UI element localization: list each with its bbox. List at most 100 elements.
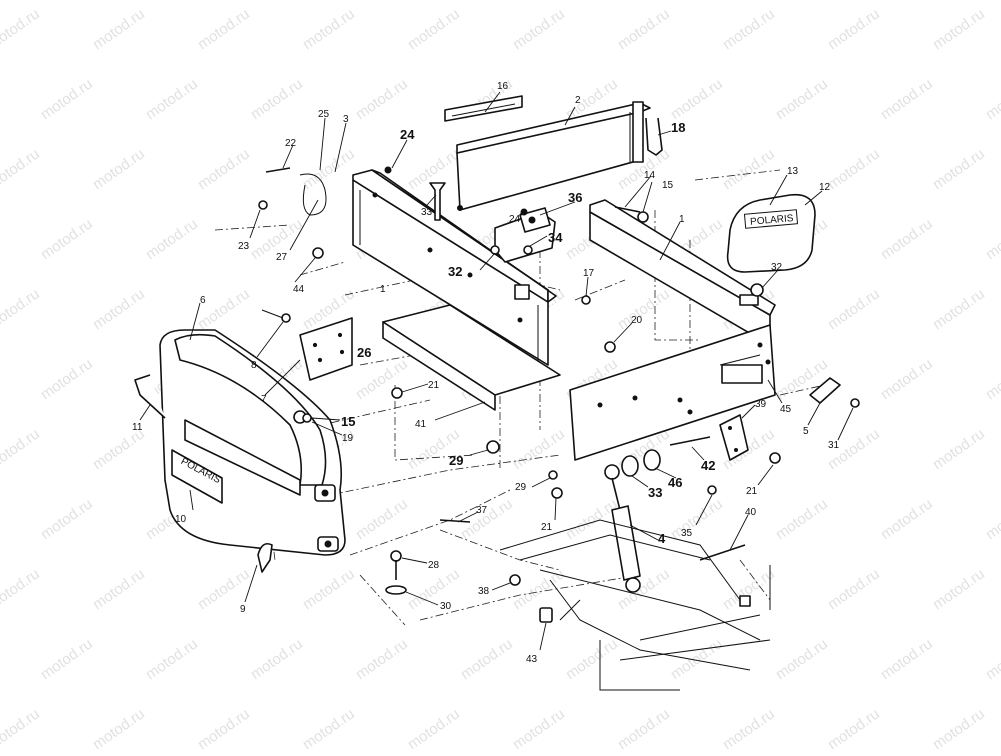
part-33-46-bushings bbox=[621, 449, 661, 477]
watermark-text: motod.ru bbox=[983, 355, 1001, 403]
part-11-allen-key bbox=[134, 374, 166, 419]
watermark-text: motod.ru bbox=[143, 75, 201, 123]
watermark-text: motod.ru bbox=[510, 705, 568, 751]
label-6: 6 bbox=[200, 295, 206, 306]
label-4: 4 bbox=[658, 531, 666, 546]
label-1-left: 1 bbox=[380, 284, 386, 295]
label-42: 42 bbox=[701, 458, 715, 473]
label-1-right: 1 bbox=[679, 214, 685, 225]
watermark-text: motod.ru bbox=[983, 75, 1001, 123]
watermark-text: motod.ru bbox=[720, 145, 778, 193]
watermark-text: motod.ru bbox=[90, 145, 148, 193]
part-1-left-wall bbox=[352, 169, 557, 366]
label-32-left: 32 bbox=[448, 264, 462, 279]
watermark-text: motod.ru bbox=[563, 495, 621, 543]
watermark-text: motod.ru bbox=[353, 495, 411, 543]
label-13: 13 bbox=[787, 166, 799, 177]
watermark-text: motod.ru bbox=[510, 425, 568, 473]
label-23: 23 bbox=[238, 241, 250, 252]
part-39-plate bbox=[719, 414, 749, 461]
watermark-text: motod.ru bbox=[195, 145, 253, 193]
label-33-top: 33 bbox=[421, 207, 433, 218]
watermark-text: motod.ru bbox=[668, 495, 726, 543]
watermark-text: motod.ru bbox=[300, 145, 358, 193]
watermark-text: motod.ru bbox=[615, 5, 673, 53]
part-5-bracket bbox=[809, 377, 841, 404]
label-39: 39 bbox=[755, 399, 767, 410]
watermark-text: motod.ru bbox=[930, 5, 988, 53]
watermark-text: motod.ru bbox=[773, 75, 831, 123]
watermark-text: motod.ru bbox=[615, 285, 673, 333]
watermark-text: motod.ru bbox=[825, 705, 883, 751]
label-15-top: 15 bbox=[662, 180, 674, 191]
watermark-text: motod.ru bbox=[143, 215, 201, 263]
part-labels: 16 2 18 25 3 22 24 33 23 27 44 1 6 8 7 2… bbox=[132, 81, 840, 665]
part-1-right-wall bbox=[569, 199, 776, 461]
fasteners bbox=[258, 166, 860, 623]
part-16-decal bbox=[444, 95, 523, 122]
watermark-text: motod.ru bbox=[195, 285, 253, 333]
watermark-text: motod.ru bbox=[563, 635, 621, 683]
watermark-text: motod.ru bbox=[930, 285, 988, 333]
watermark-text: motod.ru bbox=[195, 705, 253, 751]
watermark-text: motod.ru bbox=[930, 705, 988, 751]
watermark-text: motod.ru bbox=[878, 635, 936, 683]
label-35: 35 bbox=[681, 528, 693, 539]
watermark-text: motod.ru bbox=[773, 495, 831, 543]
label-36: 36 bbox=[568, 190, 582, 205]
watermark-text: motod.ru bbox=[0, 425, 43, 473]
label-22: 22 bbox=[285, 138, 297, 149]
label-18: 18 bbox=[671, 120, 685, 135]
watermark-text: motod.ru bbox=[510, 565, 568, 613]
watermark-text: motod.ru bbox=[458, 495, 516, 543]
watermark-text: motod.ru bbox=[300, 705, 358, 751]
label-24-top: 24 bbox=[400, 127, 415, 142]
watermark-text: motod.ru bbox=[458, 635, 516, 683]
label-38: 38 bbox=[478, 586, 490, 597]
watermark-text: motod.ru bbox=[825, 145, 883, 193]
label-19: 19 bbox=[342, 433, 354, 444]
label-20: 20 bbox=[631, 315, 643, 326]
label-37: 37 bbox=[476, 505, 488, 516]
watermark-text: motod.ru bbox=[248, 635, 306, 683]
label-32-right: 32 bbox=[771, 262, 783, 273]
watermark-text: motod.ru bbox=[300, 5, 358, 53]
watermark-text: motod.ru bbox=[405, 705, 463, 751]
label-40: 40 bbox=[745, 507, 757, 518]
watermark-text: motod.ru bbox=[878, 215, 936, 263]
watermark-text: motod.ru bbox=[90, 285, 148, 333]
label-31: 31 bbox=[828, 440, 840, 451]
watermark-text: motod.ru bbox=[930, 145, 988, 193]
watermark-text: motod.ru bbox=[405, 5, 463, 53]
watermark-text: motod.ru bbox=[720, 5, 778, 53]
watermark-text: motod.ru bbox=[353, 355, 411, 403]
label-46: 46 bbox=[668, 475, 682, 490]
watermark-text: motod.ru bbox=[0, 705, 43, 751]
watermark-text: motod.ru bbox=[668, 635, 726, 683]
label-16: 16 bbox=[497, 81, 509, 92]
pad-decal-text: POLARIS bbox=[750, 213, 794, 228]
watermark-text: motod.ru bbox=[825, 285, 883, 333]
label-27: 27 bbox=[276, 252, 288, 263]
label-24-mid: 24 bbox=[509, 214, 521, 225]
watermark-text: motod.ru bbox=[38, 495, 96, 543]
label-12: 12 bbox=[819, 182, 831, 193]
watermark-text: motod.ru bbox=[930, 565, 988, 613]
watermark-text: motod.ru bbox=[0, 285, 43, 333]
label-29-b: 29 bbox=[515, 482, 527, 493]
frame-underneath bbox=[499, 519, 771, 691]
watermark-text: motod.ru bbox=[300, 565, 358, 613]
label-5: 5 bbox=[803, 426, 809, 437]
label-2: 2 bbox=[575, 95, 581, 106]
label-26: 26 bbox=[357, 345, 371, 360]
label-9: 9 bbox=[240, 604, 246, 615]
label-41: 41 bbox=[415, 419, 427, 430]
watermark-text: motod.ru bbox=[38, 355, 96, 403]
watermark-text: motod.ru bbox=[195, 5, 253, 53]
label-17: 17 bbox=[583, 268, 595, 279]
watermark-text: motod.ru bbox=[878, 355, 936, 403]
watermark-text: motod.ru bbox=[825, 565, 883, 613]
watermark-text: motod.ru bbox=[38, 635, 96, 683]
